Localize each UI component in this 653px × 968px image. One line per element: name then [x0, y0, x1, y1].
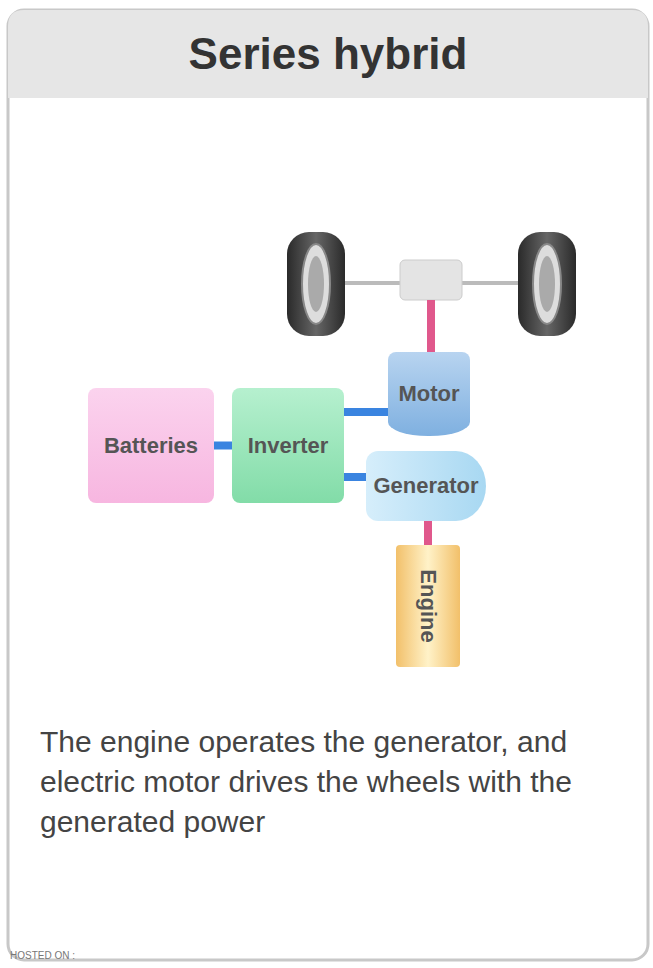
- generator-cylinder: Generator: [366, 451, 486, 521]
- wheel: [518, 232, 576, 336]
- card: [8, 10, 648, 960]
- inverter-box: Inverter: [232, 388, 344, 503]
- differential: [400, 260, 462, 300]
- part-name: Batteries: [104, 433, 198, 459]
- title: Series hybrid: [8, 10, 648, 98]
- caption: The engine operates the generator, and e…: [40, 722, 620, 842]
- wheel: [287, 232, 345, 336]
- drive-shaft: [427, 300, 435, 352]
- watermark: HOSTED ON :: [10, 950, 75, 961]
- power-cable: [344, 473, 366, 481]
- header-band: [8, 10, 648, 98]
- part-name: Motor: [398, 381, 459, 407]
- shaft: [424, 521, 432, 545]
- part-name: Engine: [415, 569, 441, 642]
- power-cable: [214, 442, 232, 450]
- motor-cylinder: Motor: [388, 352, 470, 436]
- engine-box: Engine: [396, 545, 460, 667]
- part-name: Generator: [373, 473, 478, 499]
- power-cable: [344, 408, 388, 416]
- battery-box: Batteries: [88, 388, 214, 503]
- part-name: Inverter: [248, 433, 329, 459]
